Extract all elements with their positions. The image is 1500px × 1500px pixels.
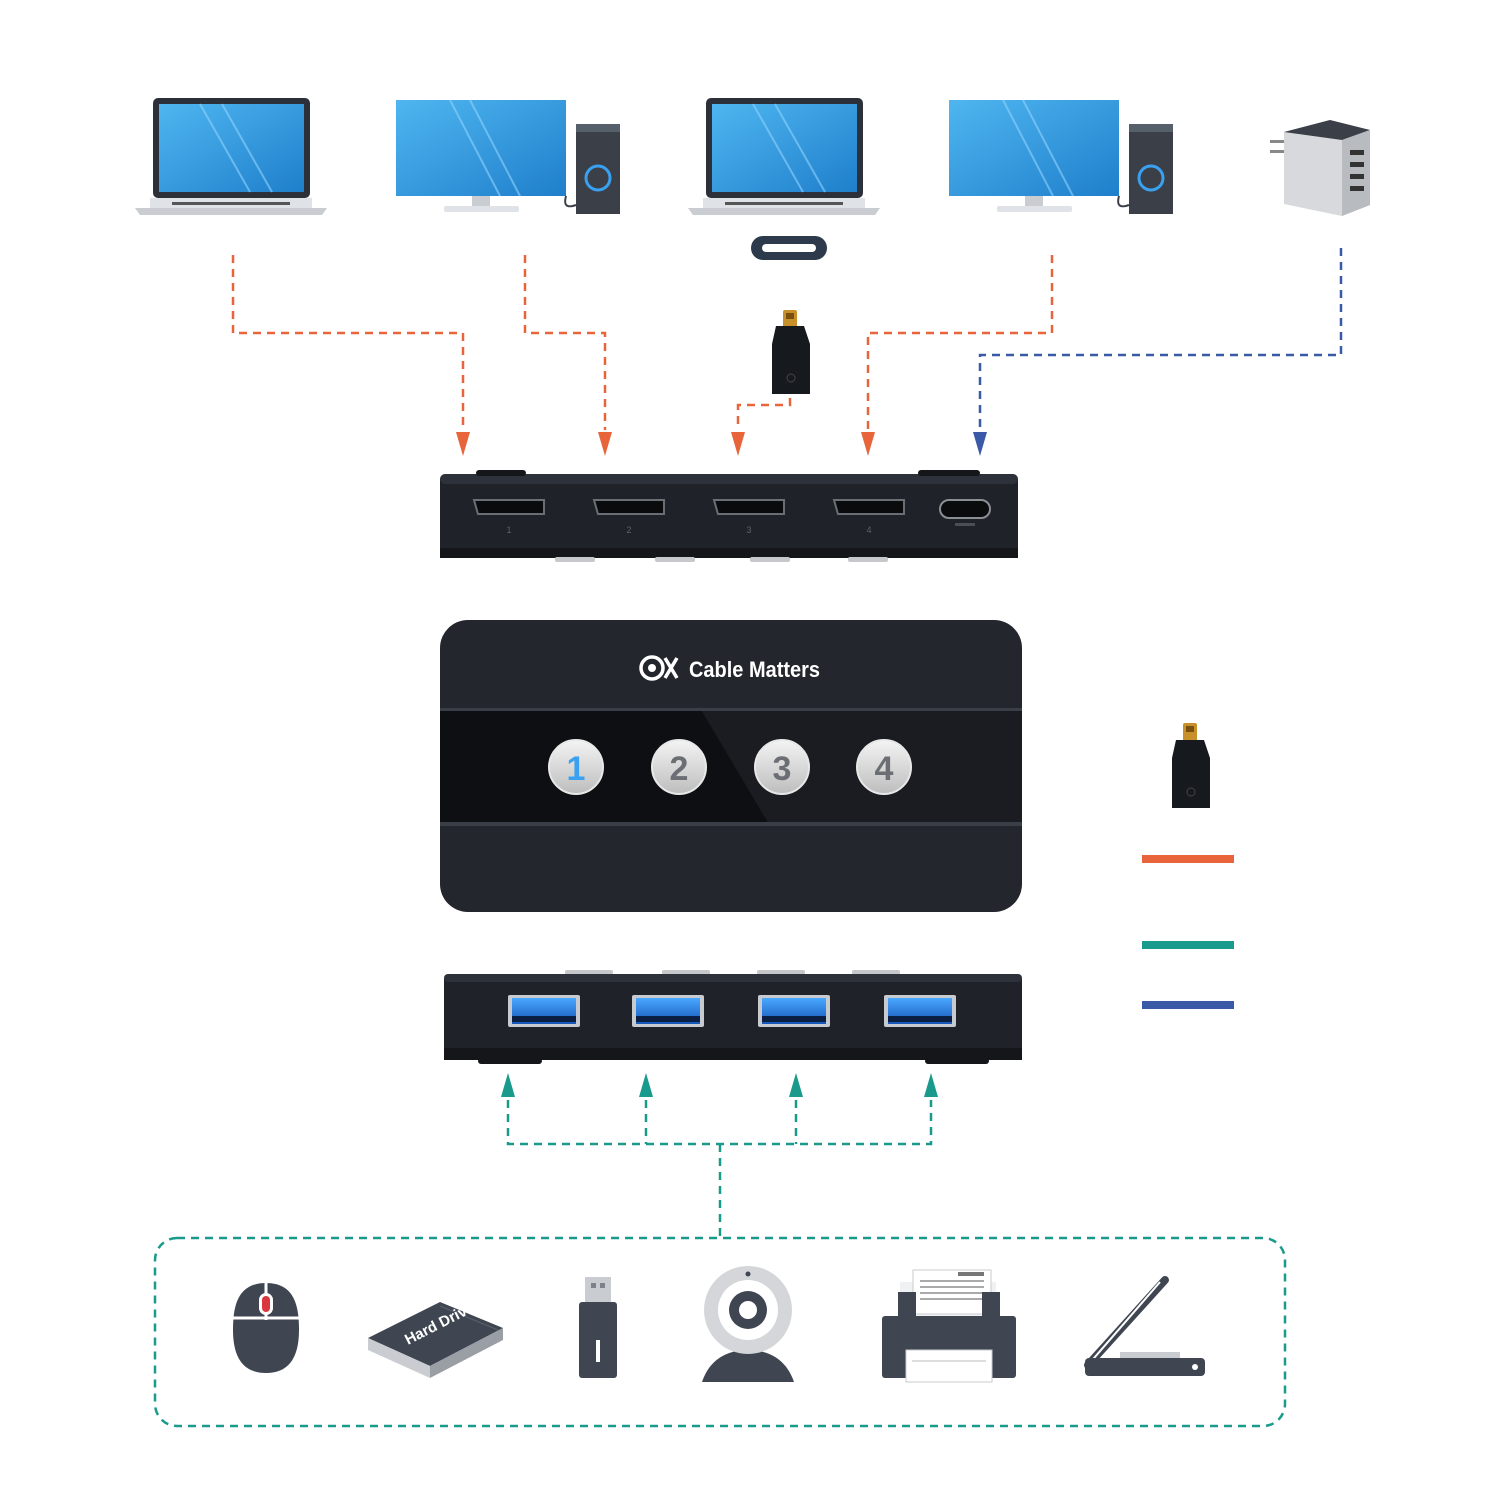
switch-button-1[interactable]: 1 bbox=[548, 739, 604, 795]
hub-top-panel: Cable Matters 1 2 3 4 bbox=[440, 620, 1022, 912]
usb-c-port-icon bbox=[751, 236, 827, 260]
peripheral-connection-lines bbox=[153, 1100, 1287, 1428]
desktop-icon bbox=[396, 99, 620, 214]
legend bbox=[1142, 855, 1234, 1009]
hub-input-side: 1 2 3 4 bbox=[440, 470, 1018, 562]
mouse-icon bbox=[233, 1283, 299, 1373]
hub-output-side bbox=[444, 970, 1022, 1064]
brand-name: Cable Matters bbox=[689, 657, 820, 682]
computer-arrowheads bbox=[456, 432, 875, 456]
switch-button-2[interactable]: 2 bbox=[651, 739, 707, 795]
laptop-icon bbox=[688, 98, 880, 215]
printer-icon bbox=[882, 1269, 1016, 1383]
webcam-icon bbox=[702, 1266, 794, 1382]
usb-a-port bbox=[758, 995, 830, 1027]
svg-text:4: 4 bbox=[875, 750, 894, 788]
input-port-label: 1 bbox=[506, 525, 511, 535]
usb-flash-drive-icon bbox=[579, 1277, 617, 1378]
switch-button-3[interactable]: 3 bbox=[754, 739, 810, 795]
svg-text:1: 1 bbox=[567, 750, 586, 788]
legend-adapter-icon bbox=[1172, 723, 1210, 808]
scanner-icon bbox=[1084, 1276, 1205, 1376]
input-port-label: 2 bbox=[626, 525, 631, 535]
usb-c-adapter-icon bbox=[772, 310, 810, 394]
desktop-icon bbox=[949, 99, 1173, 214]
switch-button-4[interactable]: 4 bbox=[856, 739, 912, 795]
legend-line-peripheral bbox=[1142, 941, 1234, 949]
laptop-icon bbox=[135, 98, 327, 215]
legend-line-power bbox=[1142, 1001, 1234, 1009]
svg-text:2: 2 bbox=[670, 750, 689, 788]
usb-micro-b-port bbox=[592, 499, 665, 515]
peripheral-arrowheads bbox=[501, 1073, 938, 1097]
computer-connection-lines bbox=[231, 255, 1054, 430]
usb-micro-b-port bbox=[712, 499, 785, 515]
power-connection-line bbox=[973, 248, 1343, 456]
usb-c-power-port bbox=[939, 499, 991, 526]
cable-matters-logo-icon bbox=[639, 655, 679, 681]
power-adapter-icon bbox=[1270, 120, 1370, 216]
svg-text:3: 3 bbox=[773, 750, 792, 788]
usb-a-port bbox=[884, 995, 956, 1027]
usb-a-port bbox=[632, 995, 704, 1027]
input-port-label: 3 bbox=[746, 525, 751, 535]
hard-drive-icon: Hard Drive bbox=[368, 1299, 503, 1378]
legend-line-computer bbox=[1142, 855, 1234, 863]
input-port-label: 4 bbox=[866, 525, 871, 535]
usb-micro-b-port bbox=[832, 499, 905, 515]
usb-micro-b-port bbox=[472, 499, 545, 515]
usb-a-port bbox=[508, 995, 580, 1027]
